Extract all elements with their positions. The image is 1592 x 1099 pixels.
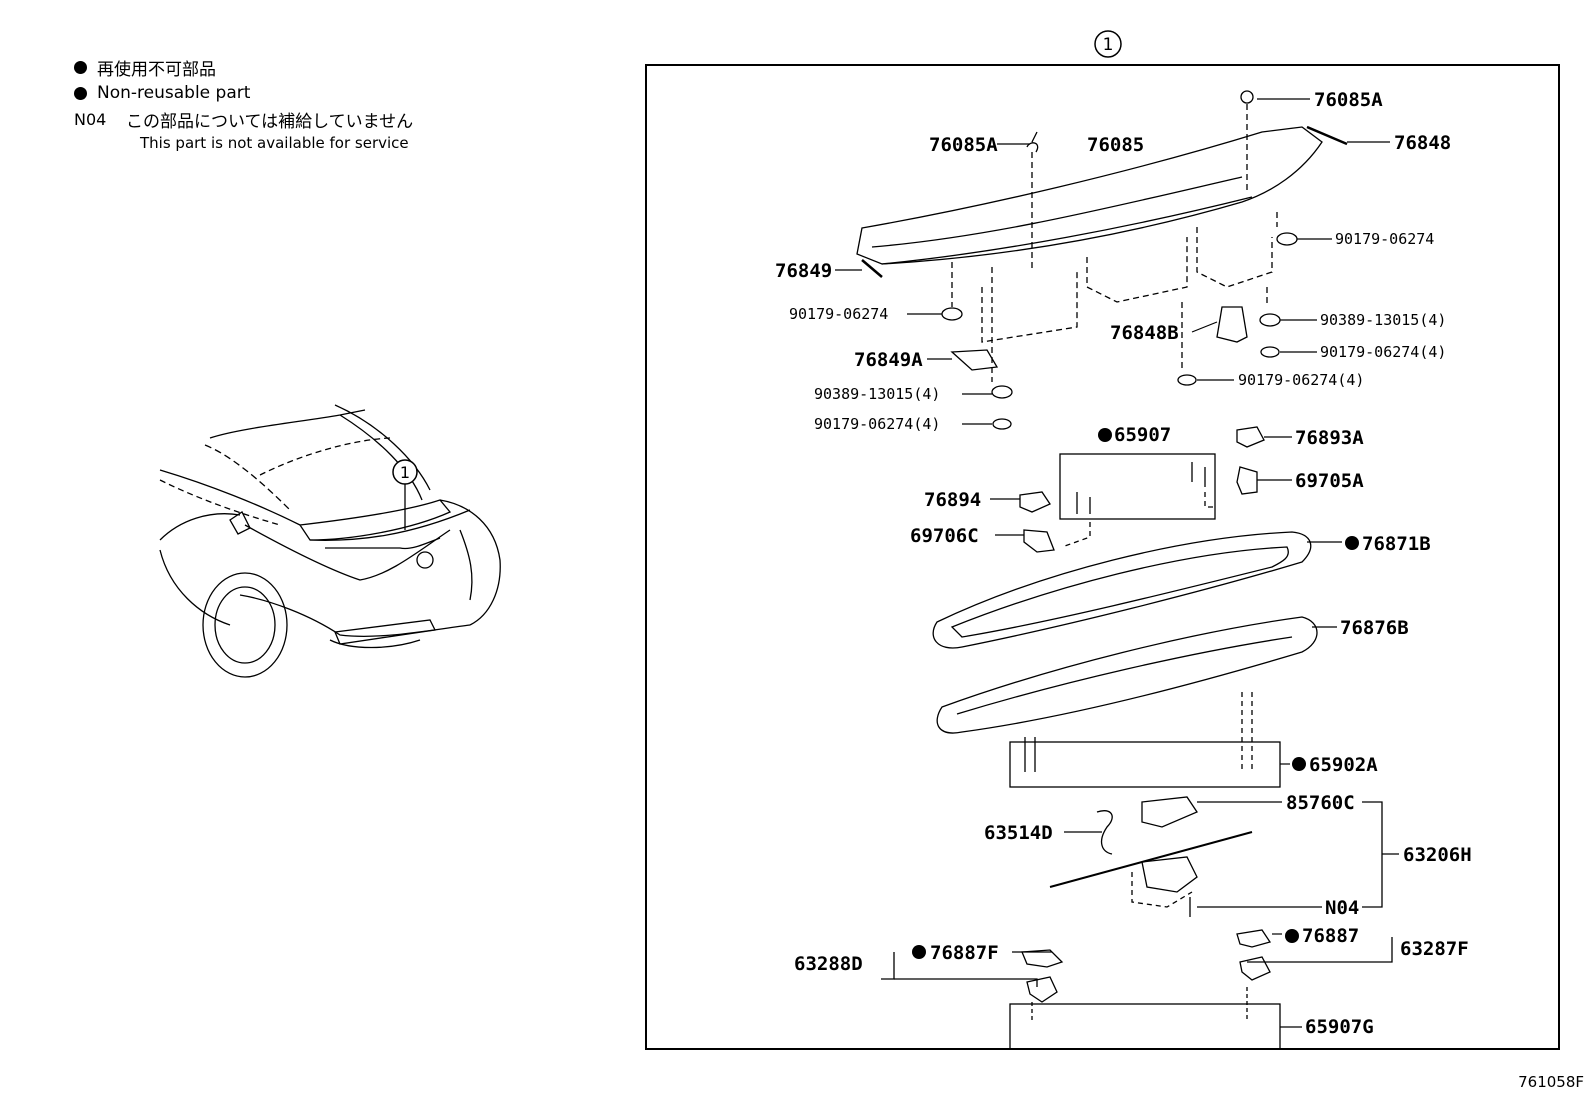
callout-1-main-text: 1 (1103, 35, 1114, 55)
legend-nonreusable-en: Non-reusable part (74, 80, 413, 106)
label-90179-06274-b: 90179-06274 (789, 305, 888, 323)
callout-1-main: 1 (1094, 30, 1122, 58)
legend-n04-code: N04 (74, 109, 107, 129)
label-90389-13015-4-right: 90389-13015(4) (1320, 311, 1446, 329)
legend-en-text: Non-reusable part (97, 83, 251, 103)
legend-nonreusable-jp: 再使用不可部品 (74, 54, 413, 80)
label-90179-06274-a: 90179-06274 (1335, 230, 1434, 248)
label-76876B: 76876B (1340, 617, 1409, 639)
label-69705A: 69705A (1295, 470, 1364, 492)
label-76085A-left: 76085A (929, 134, 998, 156)
legend-n04-jp: この部品については補給していません (126, 111, 414, 132)
bullet-icon (74, 60, 87, 74)
nonreusable-dot (1345, 536, 1359, 550)
diagram-id: 761058F (1518, 1073, 1584, 1091)
label-76849A: 76849A (854, 349, 923, 371)
parts-diagram-frame: 76085A 76085A 76085 76848 90179-06274 76… (645, 64, 1560, 1050)
cable-63514D (1096, 810, 1113, 855)
car-rear-illustration: 1 (159, 404, 501, 678)
label-76085A-top: 76085A (1314, 89, 1383, 111)
nonreusable-dot (912, 945, 926, 959)
legend-n04-en: This part is not available for service (140, 134, 409, 152)
hinge-right (1236, 929, 1272, 948)
label-76887F: 76887F (930, 942, 999, 964)
label-90389-13015-4-left: 90389-13015(4) (814, 385, 940, 403)
label-63288D: 63288D (794, 953, 863, 975)
label-N04: N04 (1325, 897, 1359, 919)
legend-jp-text: 再使用不可部品 (97, 59, 216, 80)
label-76849: 76849 (775, 260, 832, 282)
part-69705A (1236, 466, 1258, 495)
callout-1-small (392, 459, 418, 485)
label-85760C: 85760C (1286, 792, 1355, 814)
nonreusable-dot (1292, 757, 1306, 771)
spoiler-76085 (856, 126, 1323, 265)
actuator-85760C (1141, 796, 1198, 828)
latch-63206H (1141, 856, 1198, 893)
callout-1-small-text: 1 (400, 463, 410, 482)
gasket-76849A (950, 349, 999, 371)
label-76894: 76894 (924, 489, 981, 511)
legend: 再使用不可部品 Non-reusable part N04 この部品については補… (74, 54, 413, 154)
label-76085: 76085 (1087, 134, 1144, 156)
garnish-76871B (932, 531, 1312, 649)
label-76848B: 76848B (1110, 322, 1179, 344)
nonreusable-dot (1285, 929, 1299, 943)
part-76893A (1236, 426, 1265, 448)
bullet-icon (74, 86, 87, 100)
label-90179-06274-4-center: 90179-06274(4) (1238, 371, 1364, 389)
label-65907: 65907 (1114, 424, 1171, 446)
label-76871B: 76871B (1362, 533, 1431, 555)
label-65907G: 65907G (1305, 1016, 1374, 1038)
base-76876B (936, 616, 1318, 734)
legend-n04: N04 この部品については補給していません (74, 106, 413, 132)
label-63514D: 63514D (984, 822, 1053, 844)
label-76848: 76848 (1394, 132, 1451, 154)
part-76894 (1019, 491, 1051, 513)
label-63287F: 63287F (1400, 938, 1469, 960)
hinge-left (1021, 949, 1064, 968)
gasket-76848B (1216, 306, 1248, 343)
label-90179-06274-4-right: 90179-06274(4) (1320, 343, 1446, 361)
label-65902A: 65902A (1309, 754, 1378, 776)
label-63206H: 63206H (1403, 844, 1472, 866)
label-76893A: 76893A (1295, 427, 1364, 449)
label-90179-06274-4-left: 90179-06274(4) (814, 415, 940, 433)
label-76887: 76887 (1302, 925, 1359, 947)
nonreusable-dot (1098, 428, 1112, 442)
label-69706C: 69706C (910, 525, 979, 547)
part-69706C (1023, 529, 1055, 553)
exploded-parts-diagram: 76085A 76085A 76085 76848 90179-06274 76… (775, 89, 1472, 1048)
